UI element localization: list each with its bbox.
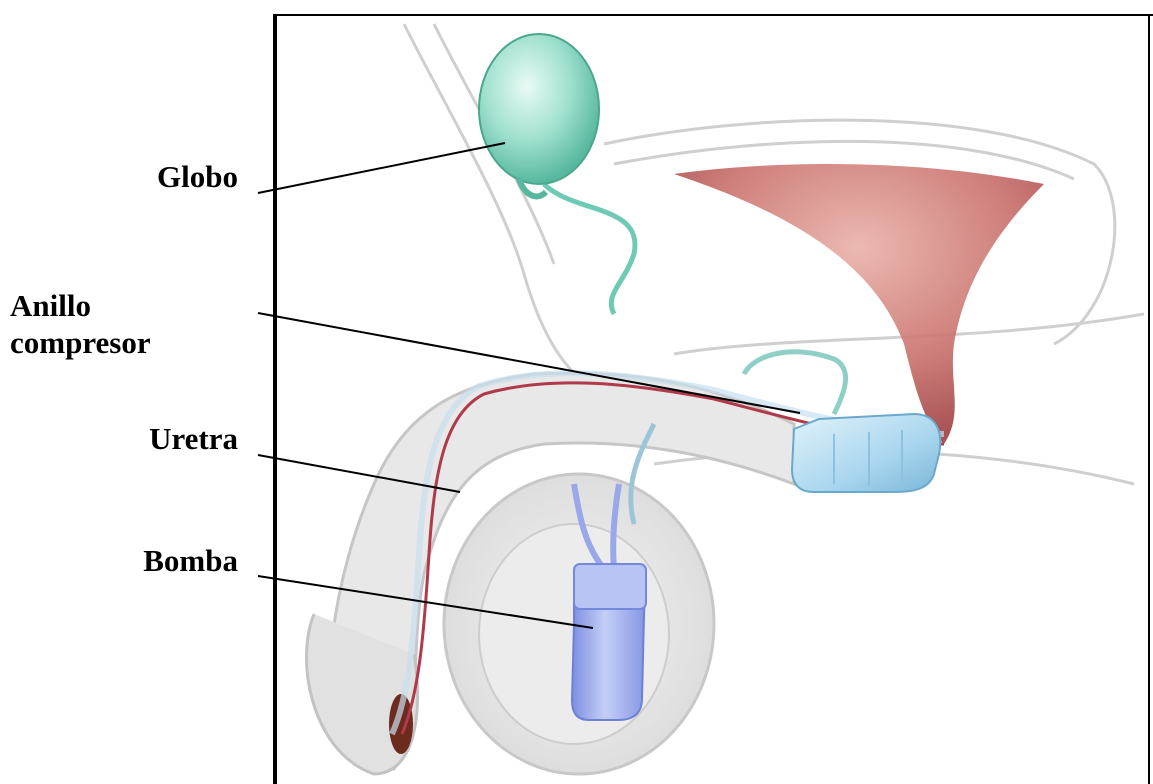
- label-anillo-line1: Anillo: [10, 287, 151, 324]
- anatomy-svg: [274, 14, 1144, 784]
- label-anillo-compresor: Anillo compresor: [10, 287, 151, 361]
- label-globo: Globo: [0, 158, 238, 195]
- compressor-cuff: [792, 414, 940, 492]
- tubing-balloon: [544, 184, 635, 314]
- balloon-reservoir: [479, 34, 599, 184]
- label-uretra: Uretra: [0, 420, 238, 457]
- pump-cap: [574, 564, 646, 609]
- label-bomba: Bomba: [0, 542, 238, 579]
- anatomy-illustration: [274, 14, 1144, 784]
- frame-left-border: [273, 14, 277, 784]
- frame-top-border: [273, 14, 1153, 16]
- frame-right-border: [1148, 14, 1150, 784]
- label-anillo-line2: compresor: [10, 324, 151, 361]
